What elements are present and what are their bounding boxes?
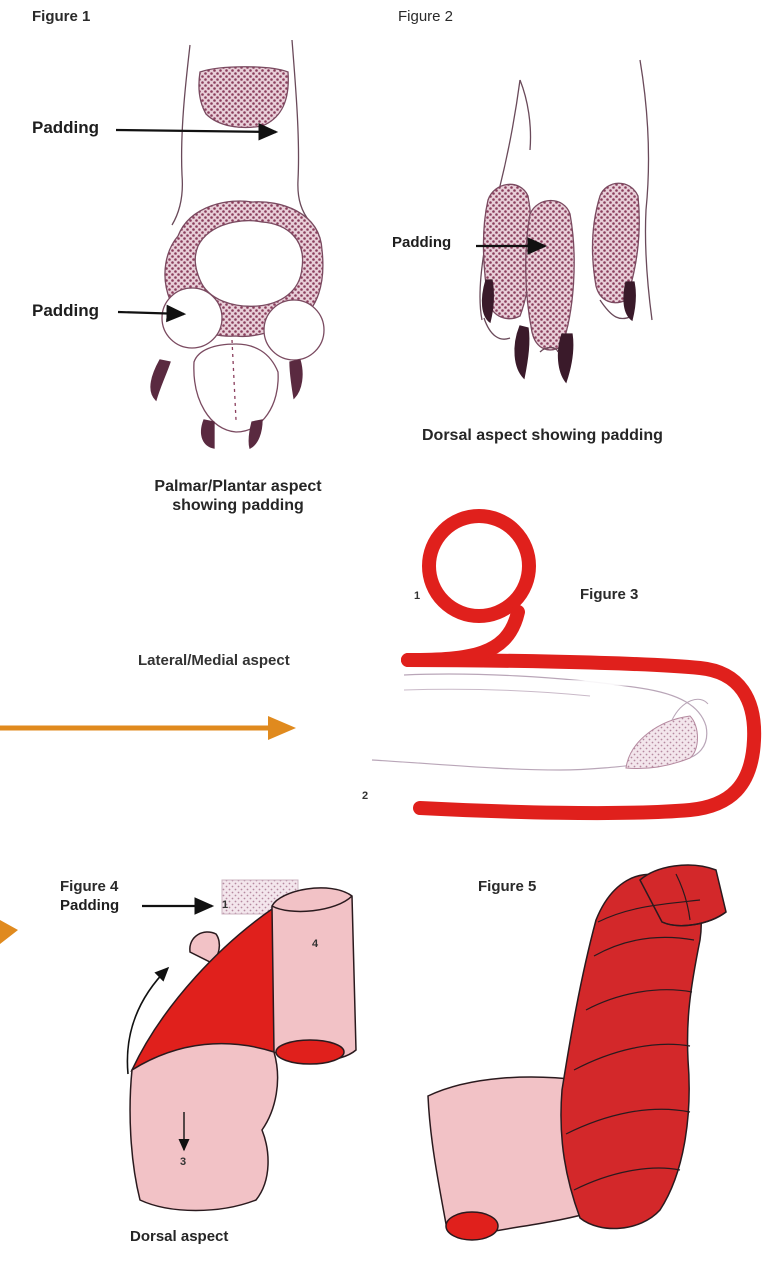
figure5-wrap-drawing xyxy=(428,865,726,1240)
figure1-padding-top-label: Padding xyxy=(32,118,99,138)
figure4-padding-label: Padding xyxy=(60,897,119,914)
figure1-top-padding-arrow xyxy=(116,130,276,132)
figure1-padding-mid-label: Padding xyxy=(32,301,99,321)
figure2-paw-drawing xyxy=(480,60,652,382)
figure4-marker-1: 1 xyxy=(222,899,228,911)
figure1-caption-line2: showing padding xyxy=(118,497,358,515)
figure2-title: Figure 2 xyxy=(398,8,453,25)
figure1-paw-drawing xyxy=(151,40,324,448)
figure3-side-label: Lateral/Medial aspect xyxy=(138,652,290,669)
figure2-padding-label: Padding xyxy=(392,234,451,251)
orange-arrowhead-left-edge xyxy=(0,920,18,944)
figure4-marker-3: 3 xyxy=(180,1156,186,1168)
figure5-title: Figure 5 xyxy=(478,878,536,895)
figure2-caption: Dorsal aspect showing padding xyxy=(422,427,663,445)
figure3-marker-1: 1 xyxy=(414,590,420,602)
figure4-caption: Dorsal aspect xyxy=(130,1228,228,1245)
orange-arrowhead-right xyxy=(268,716,296,740)
figure4-title: Figure 4 xyxy=(60,878,118,895)
figure3-title: Figure 3 xyxy=(580,586,638,603)
figure1-title: Figure 1 xyxy=(32,8,90,25)
figure3-marker-2: 2 xyxy=(362,790,368,802)
figure3-stirrup-drawing xyxy=(372,516,754,813)
figure4-wrap-drawing xyxy=(127,880,356,1211)
figure1-caption-line1: Palmar/Plantar aspect xyxy=(118,478,358,496)
figure4-marker-4: 4 xyxy=(312,938,318,950)
